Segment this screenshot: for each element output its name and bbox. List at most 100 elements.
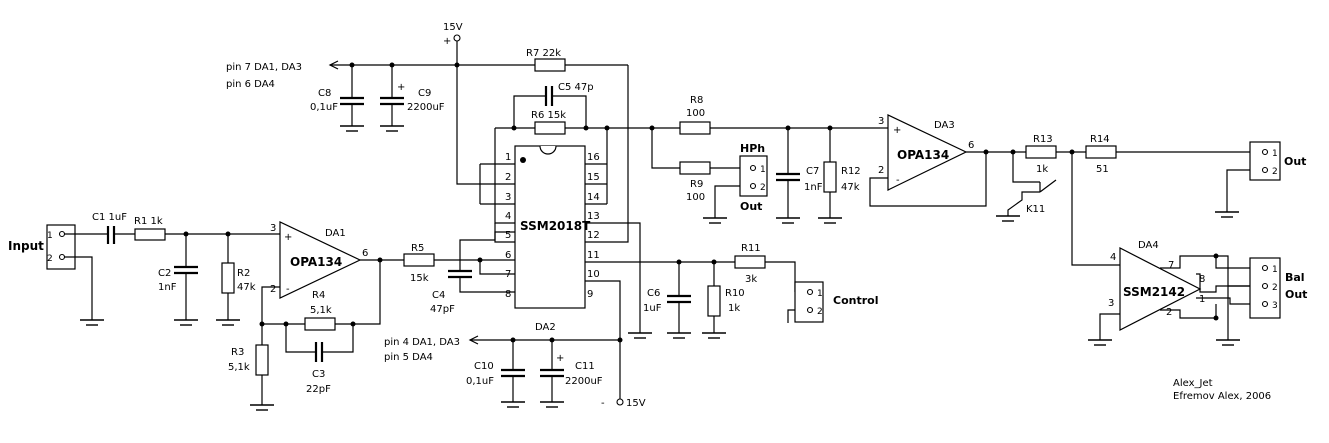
svg-text:R14: R14 xyxy=(1090,134,1110,145)
resistor-r5: R5 15k xyxy=(403,243,435,284)
switch-k11: K11 xyxy=(1007,152,1073,216)
svg-text:Control: Control xyxy=(833,294,878,307)
svg-text:C4: C4 xyxy=(432,290,445,301)
svg-text:R4: R4 xyxy=(312,290,325,301)
svg-text:2: 2 xyxy=(270,284,276,295)
svg-text:12: 12 xyxy=(587,230,600,241)
svg-text:1: 1 xyxy=(760,165,766,175)
svg-text:2: 2 xyxy=(505,172,511,183)
resistor-r4: R4 5,1k xyxy=(304,290,336,331)
hph-connector: 1 2 HPh Out xyxy=(739,142,768,213)
svg-text:8: 8 xyxy=(1199,274,1205,285)
svg-text:100: 100 xyxy=(686,108,705,119)
svg-text:8: 8 xyxy=(505,289,511,300)
svg-text:3: 3 xyxy=(270,223,276,234)
svg-text:2: 2 xyxy=(1166,307,1172,318)
capacitor-c7: C7 1nF xyxy=(776,128,823,218)
svg-text:R6 15k: R6 15k xyxy=(531,110,566,121)
svg-text:HPh: HPh xyxy=(740,142,765,155)
svg-text:1k: 1k xyxy=(1036,164,1048,175)
svg-text:+: + xyxy=(556,353,564,364)
svg-text:C3: C3 xyxy=(312,369,325,380)
opamp-da1: OPA134 DA1 + - 3 2 6 xyxy=(270,221,368,299)
svg-text:47k: 47k xyxy=(841,182,860,193)
svg-text:15V: 15V xyxy=(443,22,463,33)
svg-text:47pF: 47pF xyxy=(430,304,455,315)
svg-text:SSM2142: SSM2142 xyxy=(1123,285,1185,299)
capacitor-c9: + C9 2200uF xyxy=(380,65,445,126)
svg-text:10: 10 xyxy=(587,269,600,280)
svg-text:R11: R11 xyxy=(741,243,761,254)
svg-text:1nF: 1nF xyxy=(158,282,177,293)
capacitor-c10: C10 0,1uF xyxy=(466,340,525,402)
svg-text:5,1k: 5,1k xyxy=(228,362,250,373)
resistor-r1: R1 1k xyxy=(134,216,166,241)
svg-text:4: 4 xyxy=(505,211,511,222)
svg-text:C11: C11 xyxy=(575,361,595,372)
svg-text:R12: R12 xyxy=(841,166,861,177)
svg-text:R10: R10 xyxy=(725,288,745,299)
svg-text:DA1: DA1 xyxy=(325,228,346,239)
capacitor-c1: C1 1uF xyxy=(92,212,127,244)
svg-text:R7 22k: R7 22k xyxy=(526,48,561,59)
svg-text:R9: R9 xyxy=(690,179,703,190)
svg-text:2: 2 xyxy=(878,165,884,176)
svg-text:pin 5 DA4: pin 5 DA4 xyxy=(384,352,433,363)
input-label: Input xyxy=(8,239,44,253)
svg-text:R2: R2 xyxy=(237,268,250,279)
svg-text:1k: 1k xyxy=(728,303,740,314)
input-connector: 1 2 Input xyxy=(8,224,76,270)
svg-text:Out: Out xyxy=(1285,288,1307,301)
svg-text:R13: R13 xyxy=(1033,134,1053,145)
svg-text:-: - xyxy=(286,284,290,295)
svg-text:3: 3 xyxy=(1108,298,1114,309)
svg-text:3: 3 xyxy=(878,116,884,127)
svg-text:R1 1k: R1 1k xyxy=(134,216,163,227)
resistor-r14: R14 51 xyxy=(1085,134,1117,175)
resistor-r12: R12 47k xyxy=(823,128,861,218)
svg-text:pin 4 DA1, DA3: pin 4 DA1, DA3 xyxy=(384,337,460,348)
resistor-r6: R6 15k xyxy=(531,110,566,135)
svg-text:6: 6 xyxy=(968,140,974,151)
svg-text:13: 13 xyxy=(587,211,600,222)
svg-text:SSM2018T: SSM2018T xyxy=(520,219,591,233)
resistor-r11: R11 3k xyxy=(734,243,766,285)
svg-text:R3: R3 xyxy=(231,347,244,358)
svg-text:pin 7 DA1, DA3: pin 7 DA1, DA3 xyxy=(226,62,302,73)
svg-text:2: 2 xyxy=(817,307,823,317)
svg-text:5: 5 xyxy=(505,230,511,241)
resistor-r13: R13 1k xyxy=(1025,134,1057,175)
svg-text:DA3: DA3 xyxy=(934,120,955,131)
credit-name: Efremov Alex, 2006 xyxy=(1173,391,1271,402)
svg-text:OPA134: OPA134 xyxy=(897,148,949,162)
svg-text:OPA134: OPA134 xyxy=(290,255,342,269)
svg-text:15: 15 xyxy=(587,172,600,183)
svg-text:14: 14 xyxy=(587,192,600,203)
resistor-r3: R3 5,1k xyxy=(228,344,269,405)
vminus-terminal: - 15V xyxy=(601,398,646,409)
svg-text:1: 1 xyxy=(1272,265,1278,275)
svg-text:0,1uF: 0,1uF xyxy=(466,376,494,387)
credit-author: Alex_Jet xyxy=(1173,378,1213,389)
ic-ssm2018t: SSM2018T DA2 1 2 3 4 5 6 7 8 16 15 14 13… xyxy=(505,145,600,333)
svg-text:DA2: DA2 xyxy=(535,322,556,333)
capacitor-c6: C6 1uF xyxy=(643,262,691,333)
svg-text:R5: R5 xyxy=(411,243,424,254)
svg-text:C6: C6 xyxy=(647,288,660,299)
svg-text:Out: Out xyxy=(740,200,762,213)
svg-text:2200uF: 2200uF xyxy=(407,102,445,113)
svg-text:22pF: 22pF xyxy=(306,384,331,395)
svg-text:7: 7 xyxy=(1168,260,1174,271)
svg-text:7: 7 xyxy=(505,269,511,280)
svg-text:2: 2 xyxy=(1272,283,1278,293)
svg-text:16: 16 xyxy=(587,152,600,163)
svg-text:47k: 47k xyxy=(237,282,256,293)
svg-text:3: 3 xyxy=(505,192,511,203)
resistor-r7: R7 22k xyxy=(526,48,566,72)
svg-text:1: 1 xyxy=(47,231,53,241)
svg-text:15V: 15V xyxy=(626,398,646,409)
resistor-r8: R8 100 xyxy=(679,95,711,135)
svg-text:C10: C10 xyxy=(474,361,494,372)
svg-text:15k: 15k xyxy=(410,273,429,284)
capacitor-c5: C5 47p xyxy=(513,82,594,128)
